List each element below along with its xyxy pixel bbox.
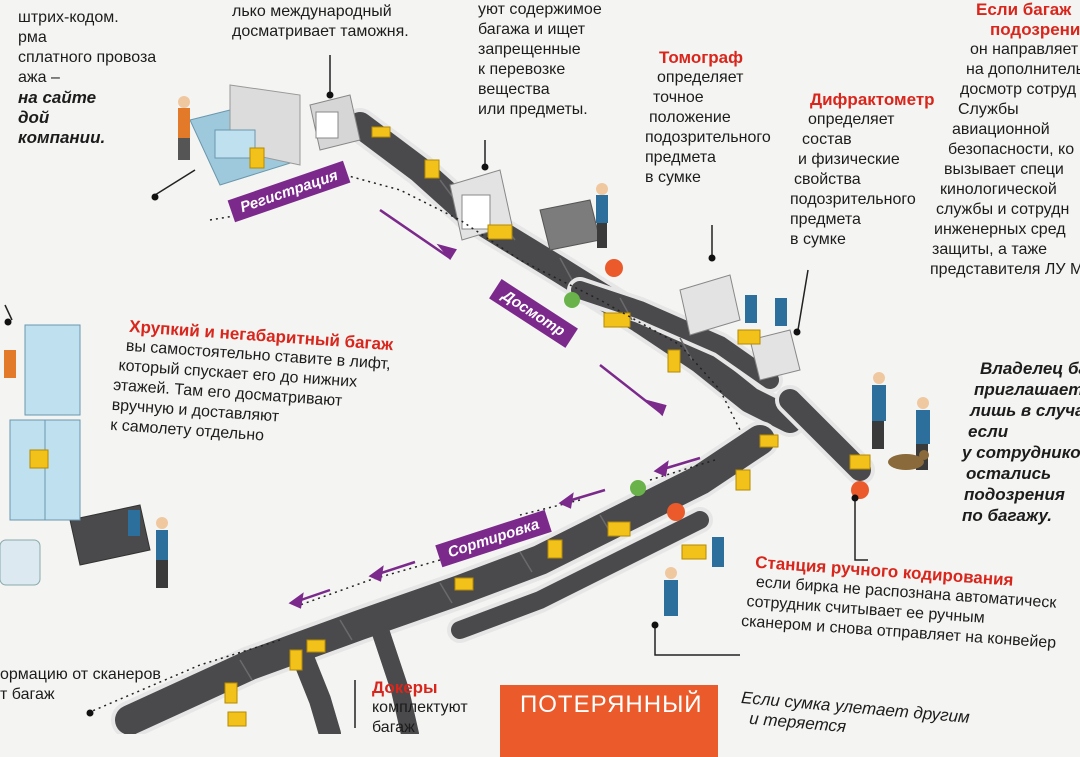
callout-dots <box>4 91 859 717</box>
tomograph-machine <box>679 274 741 336</box>
alert-icon <box>667 503 685 521</box>
staff-figures <box>4 96 930 616</box>
freight-lift <box>9 324 81 521</box>
text-fragile: Хрупкий и негабаритный багаж вы самостоя… <box>109 316 394 445</box>
conveyor-dock-branch <box>289 639 341 734</box>
sniffer-dog <box>888 450 929 470</box>
xray-gate <box>449 169 513 241</box>
diffractometer-machine <box>749 329 801 381</box>
text-suspicious: Если багаж подозрение он направляет на д… <box>930 0 1080 278</box>
text-owner-invited: Владелец баг приглашает лишь в случа есл… <box>962 359 1080 525</box>
callout-leaders <box>4 55 868 728</box>
alert-icon <box>851 481 869 499</box>
text-customs: лько международный досматривает таможня. <box>232 3 409 40</box>
baggage-cart <box>0 539 41 586</box>
text-tomograph: Томограф определяет точное положение под… <box>645 48 771 186</box>
status-icons <box>564 259 869 521</box>
lost-baggage-banner: ПОТЕРЯННЫЙ <box>500 685 718 757</box>
baggage-flow-illustration <box>0 55 930 734</box>
text-diffractometer: Дифрактометр определяет состав и физичес… <box>790 90 935 248</box>
check-ok-icon <box>564 292 580 308</box>
text-scanners: ормацию от сканеров т багаж <box>0 666 161 703</box>
bags <box>29 126 871 727</box>
checkin-counter <box>189 84 301 186</box>
route-arrows <box>288 208 701 609</box>
alert-icon <box>605 259 623 277</box>
registration-scanner <box>309 94 361 151</box>
text-dockers: Докеры комплектуют багаж <box>372 678 468 736</box>
check-ok-icon <box>630 480 646 496</box>
text-xray: уют содержимое багажа и ищет запрещенные… <box>478 1 602 118</box>
text-top-left: штрих-кодом. рма сплатного провоза ажа –… <box>18 9 157 147</box>
